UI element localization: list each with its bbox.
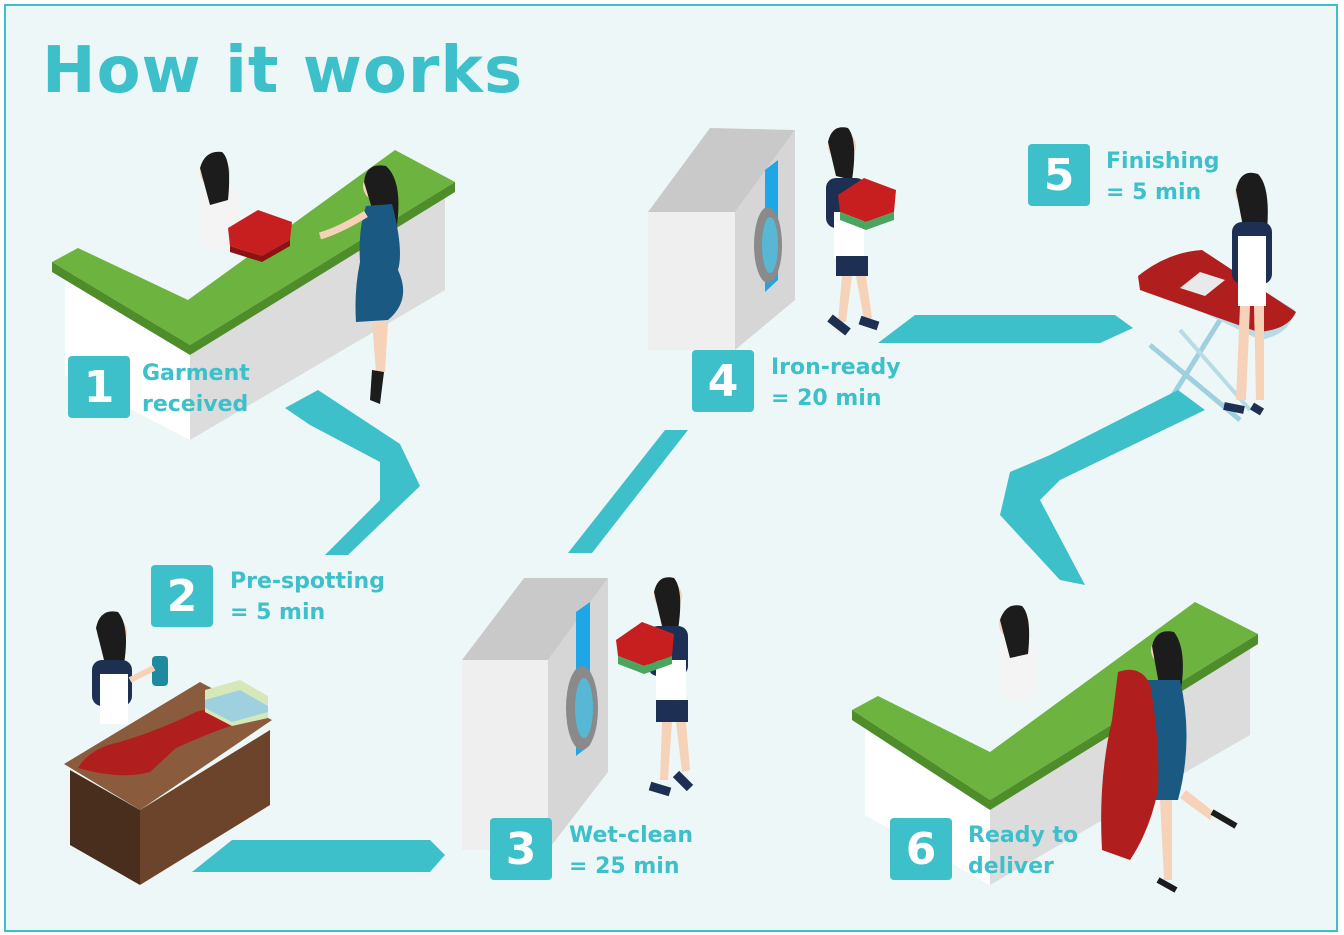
step-6-badge: 6 bbox=[890, 818, 952, 880]
step-6-label: Ready to deliver bbox=[968, 820, 1078, 882]
washing-machine-icon-bottom bbox=[462, 577, 690, 850]
step-4-label-line2: = 20 min bbox=[771, 383, 901, 414]
step-6-label-line2: deliver bbox=[968, 851, 1078, 882]
step-3-badge: 3 bbox=[490, 818, 552, 880]
step-6-label-line1: Ready to bbox=[968, 820, 1078, 851]
page-title: How it works bbox=[42, 34, 523, 108]
step-1-label-line2: received bbox=[142, 389, 250, 420]
step-5-label-line1: Finishing bbox=[1106, 146, 1219, 177]
step-5-label: Finishing = 5 min bbox=[1106, 146, 1219, 208]
washing-machine-icon-top bbox=[648, 127, 896, 350]
step-5-badge: 5 bbox=[1028, 144, 1090, 206]
step-2-badge: 2 bbox=[151, 565, 213, 627]
step-1-badge: 1 bbox=[68, 356, 130, 418]
step-4-badge: 4 bbox=[692, 350, 754, 412]
step-1-label-line1: Garment bbox=[142, 358, 250, 389]
step-5-label-line2: = 5 min bbox=[1106, 177, 1219, 208]
step-4-label: Iron-ready = 20 min bbox=[771, 352, 901, 414]
step-2-label: Pre-spotting = 5 min bbox=[230, 566, 385, 628]
step-2-label-line2: = 5 min bbox=[230, 597, 385, 628]
step-1-label: Garment received bbox=[142, 358, 250, 420]
connector-5-to-6 bbox=[1000, 390, 1205, 585]
step-3-label-line1: Wet-clean bbox=[569, 820, 693, 851]
step-3-label-line2: = 25 min bbox=[569, 851, 693, 882]
connector-1-to-2 bbox=[285, 390, 420, 555]
connector-2-to-3 bbox=[192, 840, 445, 872]
step-2-label-line1: Pre-spotting bbox=[230, 566, 385, 597]
step-3-label: Wet-clean = 25 min bbox=[569, 820, 693, 882]
connector-4-to-5 bbox=[878, 315, 1133, 343]
step-4-label-line1: Iron-ready bbox=[771, 352, 901, 383]
connector-3-to-4 bbox=[568, 430, 688, 553]
ironing-board-icon bbox=[1138, 173, 1296, 420]
